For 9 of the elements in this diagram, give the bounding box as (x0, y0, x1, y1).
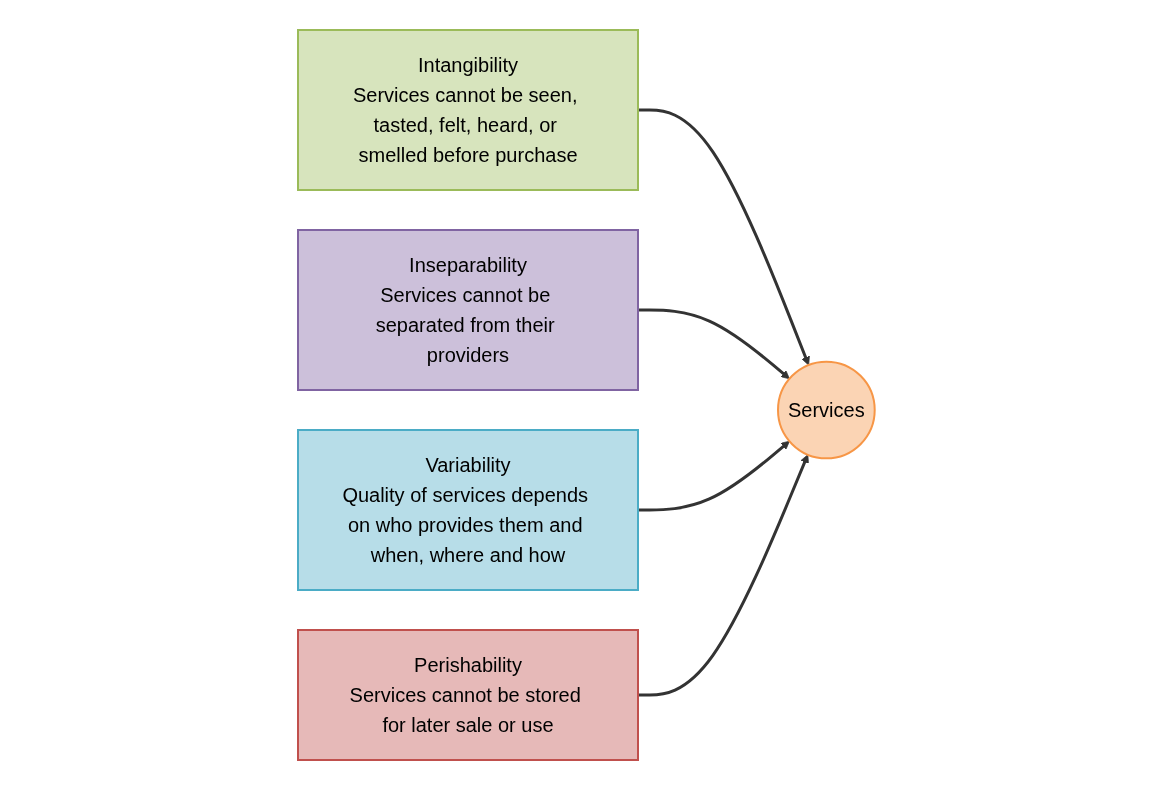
node-circle: Services (776, 360, 876, 459)
node-box: Variability Quality of services depends on who provides them and when, where and how (296, 428, 639, 591)
node-box: Perishability Services cannot be stored for later sale or use (296, 628, 639, 761)
arrow (637, 308, 790, 379)
arrow (637, 453, 809, 696)
arrow (637, 108, 810, 365)
node-box: Inseparability Services cannot be separated from their providers (296, 228, 639, 391)
arrow (637, 440, 790, 511)
node-box: Intangibility Services cannot be seen, tasted, felt, heard, or smelled before purchase (296, 28, 639, 191)
